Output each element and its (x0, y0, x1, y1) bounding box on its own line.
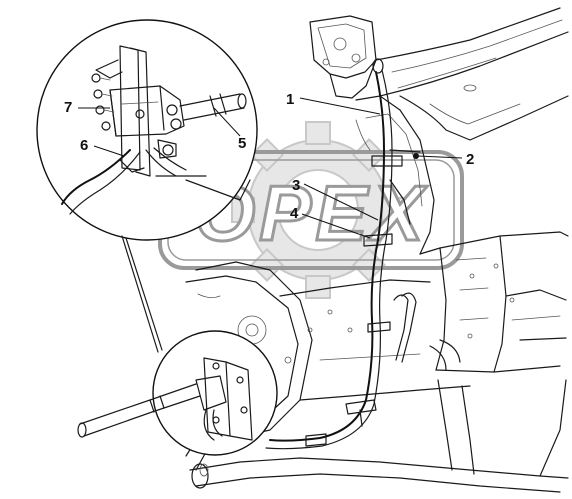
callout-2: 2 (466, 151, 474, 168)
callout-leaders (78, 97, 463, 239)
callout-5: 5 (238, 135, 246, 152)
cable-clamp (345, 399, 377, 427)
cable-clamp (363, 233, 393, 247)
callout-1: 1 (286, 91, 294, 108)
callout-7: 7 (64, 99, 72, 116)
cable-clamp (367, 321, 391, 333)
callout-6: 6 (80, 137, 88, 154)
detail-view-upper (36, 19, 258, 241)
watermark-logo: OPEX (158, 121, 464, 299)
bolt-icon (91, 73, 115, 131)
detail-connector-line (121, 235, 159, 353)
cable-assembly (265, 58, 421, 450)
cable-clamp (305, 433, 327, 447)
detail-view-lower (77, 330, 278, 456)
cable-clamp (371, 149, 421, 167)
callout-4: 4 (290, 205, 299, 222)
watermark-brand-text: OPEX (195, 169, 428, 257)
watermark-gear-icon (231, 121, 405, 299)
callout-3: 3 (292, 177, 300, 194)
